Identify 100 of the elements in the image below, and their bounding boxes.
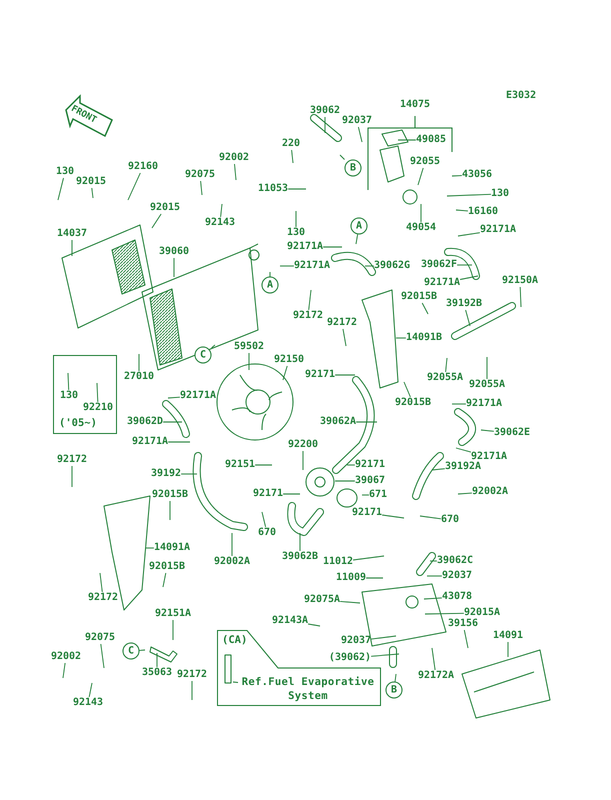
leader-line [486, 356, 488, 380]
part-number: 92143 [204, 217, 236, 229]
leader-line [430, 560, 438, 562]
leader-line [100, 572, 103, 592]
leader-line [200, 180, 202, 196]
part-number: 92015 [150, 202, 180, 214]
part-number: 92172 [56, 454, 88, 466]
part-number: 130 [56, 166, 74, 178]
part-number: 14075 [400, 99, 430, 111]
part-number: 92002 [50, 651, 82, 663]
leader-line [445, 358, 448, 372]
part-number: 92015B [152, 489, 188, 501]
leader-line [394, 674, 396, 682]
part-number: 92150 [274, 354, 304, 366]
reference-marker: A [350, 218, 368, 234]
part-number: 27010 [124, 371, 154, 383]
part-number: 14091 [492, 630, 524, 642]
part-number: 92055A [468, 379, 506, 391]
leader-line [370, 636, 396, 640]
part-number: 92055A [426, 372, 464, 384]
leader-line [458, 232, 480, 236]
part-number: 92015B [400, 291, 438, 303]
part-number: 92171A [286, 241, 324, 253]
leader-line [91, 188, 94, 198]
leader-line [452, 175, 462, 176]
note-frame [217, 630, 381, 706]
leader-line [302, 450, 304, 470]
part-number: 11009 [336, 572, 366, 584]
part-number: 39192 [150, 468, 182, 480]
diagram-code: E3032 [506, 90, 536, 101]
part-number: 670 [440, 514, 460, 526]
part-number: 11012 [322, 556, 354, 568]
part-number: 39156 [448, 618, 478, 630]
part-number: 35063 [142, 667, 172, 679]
leader-line [420, 204, 422, 222]
part-number: 92171A [480, 224, 516, 236]
part-number: 49054 [406, 222, 436, 234]
note-frame [53, 355, 117, 434]
part-number: 92200 [288, 439, 318, 451]
leader-line [432, 468, 446, 470]
leader-line [334, 480, 356, 482]
part-number: 16160 [468, 206, 498, 218]
part-number: 92015 [76, 176, 106, 188]
part-number: 92015B [394, 397, 432, 409]
leader-line [520, 286, 522, 308]
leader-line [288, 188, 306, 190]
leader-line [334, 374, 356, 376]
leader-line [138, 354, 140, 372]
part-number: 39062 [310, 105, 340, 117]
leader-line [358, 126, 362, 142]
leader-line [262, 512, 266, 528]
part-number: 49085 [416, 134, 446, 146]
reference-marker: C [122, 642, 140, 660]
part-number: 92172A [418, 670, 454, 682]
part-number: 39062A [320, 416, 356, 428]
part-number: 92002A [214, 556, 250, 568]
leader-line [282, 366, 288, 380]
part-number: 92015A [464, 607, 500, 619]
leader-line [465, 310, 470, 326]
leader-line [248, 352, 250, 370]
part-number: 92172 [176, 669, 208, 681]
part-number: 92002A [472, 486, 508, 498]
leader-line [220, 204, 222, 218]
reference-marker: C [194, 346, 212, 364]
leader-line [382, 514, 404, 518]
part-number: 92210 [82, 402, 114, 414]
part-number: 92171A [132, 436, 168, 448]
leader-line [342, 328, 346, 346]
part-number: 92160 [128, 161, 158, 173]
reference-marker: A [262, 276, 278, 294]
leader-line [352, 556, 384, 560]
part-number: 39062E [494, 427, 530, 439]
part-number: 130 [490, 188, 510, 200]
leader-line [456, 210, 468, 212]
leader-line [232, 682, 238, 683]
part-number: 43078 [442, 591, 472, 603]
part-number: 220 [282, 138, 300, 150]
leader-line [420, 516, 442, 520]
part-number: 39062G [374, 260, 410, 272]
leader-line [464, 630, 468, 648]
leader-line [346, 464, 356, 466]
part-number: 92172 [88, 592, 118, 604]
leader-line [424, 597, 442, 600]
leader-line [152, 214, 162, 228]
note-label: ('05~) [59, 417, 97, 429]
part-number: 92055 [410, 156, 440, 168]
part-number: 39062B [282, 551, 318, 563]
leader-line [234, 164, 236, 180]
part-number: 92002 [218, 152, 250, 164]
leader-line [308, 624, 320, 626]
leader-line [128, 172, 141, 200]
leader-line [340, 600, 360, 604]
part-number: 92171 [252, 488, 284, 500]
leader-line [418, 168, 424, 186]
leader-line [356, 234, 358, 244]
leader-line [62, 662, 66, 678]
reference-marker: B [344, 160, 362, 176]
part-number: 92075A [304, 594, 340, 606]
leader-line [446, 194, 492, 196]
leader-line [480, 430, 494, 432]
